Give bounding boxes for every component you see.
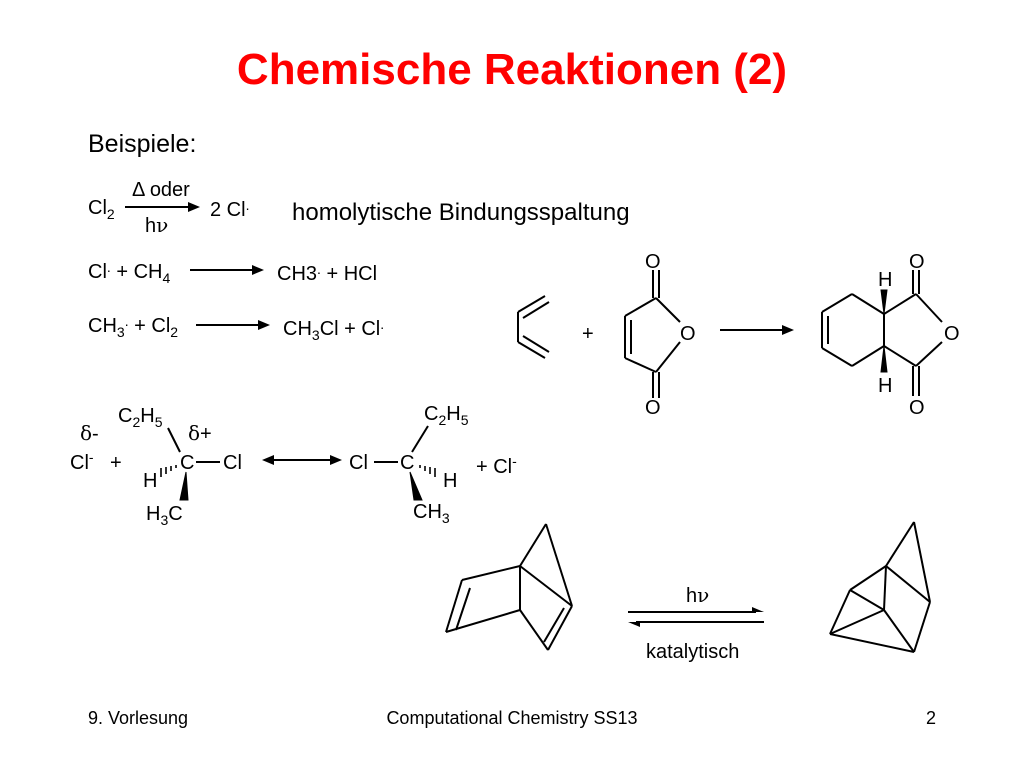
product-h-top: H: [878, 269, 892, 291]
wedge-bond-left: [179, 471, 189, 501]
slide-title: Chemische Reaktionen (2): [237, 45, 787, 94]
condition-light: hν: [686, 583, 709, 607]
carbon-right: C: [400, 452, 414, 474]
butadiene-structure: [517, 295, 550, 359]
diels-alder-reaction: + O O O: [517, 251, 960, 419]
arrowhead-3: [258, 320, 270, 330]
delta-minus: δ-: [80, 421, 99, 445]
chlorine-right: Cl: [349, 452, 368, 474]
product-o-ring: O: [944, 323, 960, 345]
reaction-chlorination-2: CH3. + Cl2 CH3Cl + Cl.: [88, 313, 384, 343]
products-3: CH3Cl + Cl.: [283, 316, 384, 343]
footer-course: Computational Chemistry SS13: [386, 708, 637, 728]
reaction-homolysis: Cl2 Δ oder hν 2 Cl. homolytische Bindung…: [88, 179, 630, 237]
product-cl-radical: 2 Cl.: [210, 197, 249, 221]
products-2: CH3. + HCl: [277, 261, 377, 285]
sn2-reaction: δ- Cl- + C2H5 δ+ C Cl H H3C Cl C C2H5: [70, 403, 517, 528]
chlorine-left: Cl: [223, 452, 242, 474]
anhydride-o-ring: O: [680, 323, 696, 345]
carbon-left: C: [180, 452, 194, 474]
delta-plus: δ+: [188, 421, 212, 445]
footer-page-number: 2: [926, 708, 936, 728]
ethyl-left: C2H5: [118, 405, 163, 430]
methyl-right: CH3: [413, 501, 450, 526]
methyl-left: H3C: [146, 503, 183, 528]
condition-below: hν: [145, 213, 168, 237]
homolysis-description: homolytische Bindungsspaltung: [292, 199, 630, 226]
section-heading: Beispiele:: [88, 130, 196, 158]
plus-diels-alder: +: [582, 323, 594, 345]
hydrogen-left: H: [143, 470, 157, 492]
chloride-ion-right: + Cl-: [476, 453, 517, 478]
plus-sn2: +: [110, 452, 122, 474]
arrowhead-diels-alder: [782, 325, 794, 335]
hydrogen-right: H: [443, 470, 457, 492]
product-o-bottom: O: [909, 397, 925, 419]
arrowhead-2: [252, 265, 264, 275]
product-o-top: O: [909, 251, 925, 273]
photochemical-equilibrium: hν katalytisch: [628, 583, 764, 663]
reactant-cl2: Cl2: [88, 197, 115, 222]
chloride-ion-left: Cl-: [70, 449, 94, 474]
hashed-bond-right: [419, 465, 436, 477]
hashed-bond-left: [160, 465, 177, 477]
reaction-chlorination-1: Cl. + CH4 CH3. + HCl: [88, 259, 377, 286]
arrowhead-1: [188, 202, 200, 212]
diels-alder-product-structure: [821, 270, 943, 396]
anhydride-o-bottom: O: [645, 397, 661, 419]
norbornadiene-structure: [445, 523, 573, 651]
anhydride-o-top: O: [645, 251, 661, 273]
wedge-bond-right: [409, 471, 423, 501]
product-h-bottom: H: [878, 375, 892, 397]
condition-above: Δ oder: [132, 179, 190, 201]
ethyl-right: C2H5: [424, 403, 469, 428]
reactants-2: Cl. + CH4: [88, 259, 170, 286]
condition-catalytic: katalytisch: [646, 641, 739, 663]
reactants-3: CH3. + Cl2: [88, 313, 178, 340]
maleic-anhydride-structure: [624, 270, 681, 398]
footer-lecture: 9. Vorlesung: [88, 708, 188, 728]
quadricyclane-structure: [829, 521, 931, 653]
